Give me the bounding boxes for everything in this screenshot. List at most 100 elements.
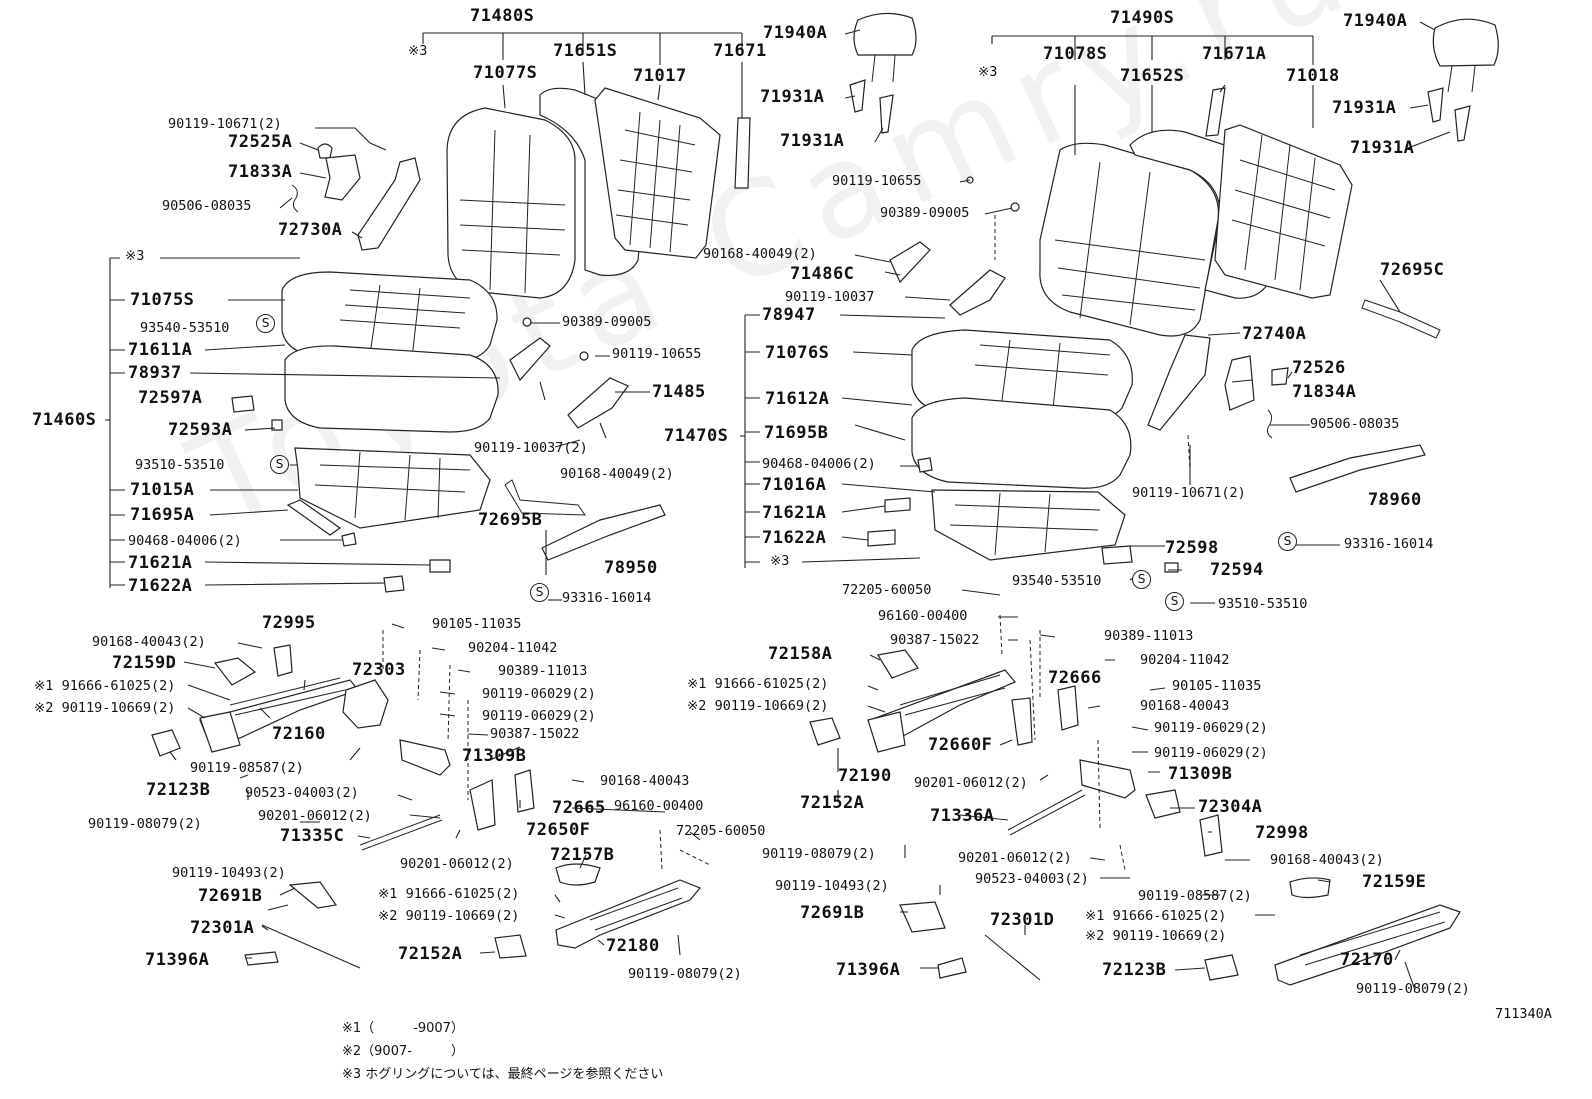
label-note1-91666-right: ※1 91666-61025(2) (687, 676, 829, 692)
label-72157B: 72157B (550, 845, 615, 865)
label-71017: 71017 (633, 66, 687, 86)
label-72190: 72190 (838, 766, 892, 786)
label-90389-11013-right: 90389-11013 (1104, 628, 1194, 644)
label-90119-06029-right-1: 90119-06029(2) (1154, 720, 1268, 736)
standard-part-mark: S (270, 455, 289, 474)
label-71612A: 71612A (765, 389, 830, 409)
label-96160-00400-left: 96160-00400 (614, 798, 704, 814)
label-90204-11042-right: 90204-11042 (1140, 652, 1230, 668)
label-72526: 72526 (1292, 358, 1346, 378)
label-72170: 72170 (1340, 950, 1394, 970)
label-90119-10671-right: 90119-10671(2) (1132, 485, 1246, 501)
label-72650F: 72650F (526, 820, 591, 840)
label-71834A: 71834A (1292, 382, 1357, 402)
label-72160: 72160 (272, 724, 326, 744)
label-72301A: 72301A (190, 918, 255, 938)
label-72304A: 72304A (1198, 797, 1263, 817)
label-71309B-right: 71309B (1168, 764, 1233, 784)
label-71336A: 71336A (930, 806, 995, 826)
label-71075S: 71075S (130, 290, 195, 310)
label-72159E: 72159E (1362, 872, 1427, 892)
label-note3-left-mid: ※3 (125, 248, 145, 264)
label-90168-40049-right: 90168-40049(2) (703, 246, 817, 262)
left-recliner-parts (504, 317, 666, 561)
label-71335C: 71335C (280, 826, 345, 846)
label-93316-16014-right: 93316-16014 (1344, 536, 1434, 552)
label-90168-40043-left-2: 90168-40043 (600, 773, 690, 789)
label-90168-40043-right: 90168-40043 (1140, 698, 1230, 714)
label-71931A-left-1: 71931A (760, 87, 825, 107)
label-71490S: 71490S (1110, 8, 1175, 28)
label-90119-08587-left: 90119-08587(2) (190, 760, 304, 776)
label-71622A-right: 71622A (762, 528, 827, 548)
label-71480S: 71480S (470, 6, 535, 26)
label-72666: 72666 (1048, 668, 1102, 688)
label-90523-04003-right: 90523-04003(2) (975, 871, 1089, 887)
label-71077S: 71077S (473, 63, 538, 83)
label-93540-53510-right: 93540-53510 (1012, 573, 1102, 589)
label-71652S: 71652S (1120, 66, 1185, 86)
label-71018: 71018 (1286, 66, 1340, 86)
label-72594: 72594 (1210, 560, 1264, 580)
label-90119-08079-right-1: 90119-08079(2) (762, 846, 876, 862)
label-71621A-left: 71621A (128, 553, 193, 573)
label-note2-90119-right-2: ※2 90119-10669(2) (1085, 928, 1227, 944)
label-71396A-left: 71396A (145, 950, 210, 970)
label-71611A: 71611A (128, 340, 193, 360)
leader-lines (105, 21, 1451, 991)
label-71931A-left-2: 71931A (780, 131, 845, 151)
label-90389-11013-left: 90389-11013 (498, 663, 588, 679)
label-72598: 72598 (1165, 538, 1219, 558)
label-71651S: 71651S (553, 41, 618, 61)
label-90119-10671: 90119-10671(2) (168, 116, 282, 132)
label-90168-40043-right-2: 90168-40043(2) (1270, 852, 1384, 868)
label-71940A-right: 71940A (1343, 11, 1408, 31)
label-72525A: 72525A (228, 132, 293, 152)
label-note1-91666-left-2: ※1 91666-61025(2) (378, 886, 520, 902)
label-90523-04003-left: 90523-04003(2) (245, 785, 359, 801)
standard-part-mark: S (530, 583, 549, 602)
label-note1-91666-right-2: ※1 91666-61025(2) (1085, 908, 1227, 924)
label-72152A-right: 72152A (800, 793, 865, 813)
label-note1-91666-left: ※1 91666-61025(2) (34, 678, 176, 694)
footnote-1: ※1（ -9007） (342, 1021, 464, 1036)
label-90119-10655-right: 90119-10655 (832, 173, 922, 189)
label-90387-15022-left: 90387-15022 (490, 726, 580, 742)
label-90201-06012-left-2: 90201-06012(2) (400, 856, 514, 872)
label-90105-11035-right: 90105-11035 (1172, 678, 1262, 694)
label-note2-90119-left: ※2 90119-10669(2) (34, 700, 176, 716)
label-90168-40049-left: 90168-40049(2) (560, 466, 674, 482)
label-90468-04006-right: 90468-04006(2) (762, 456, 876, 472)
label-90387-15022-right: 90387-15022 (890, 632, 980, 648)
right-seatback-drawing (1039, 18, 1499, 337)
label-72123B-right: 72123B (1102, 960, 1167, 980)
label-93540-53510-left: 93540-53510 (140, 320, 230, 336)
label-72660F: 72660F (928, 735, 993, 755)
label-90201-06012-right-1: 90201-06012(2) (914, 775, 1028, 791)
label-note2-90119-right: ※2 90119-10669(2) (687, 698, 829, 714)
label-72593A: 72593A (168, 420, 233, 440)
label-72740A: 72740A (1242, 324, 1307, 344)
label-71486C: 71486C (790, 264, 855, 284)
figure-code: 711340A (1495, 1006, 1552, 1022)
label-71470S: 71470S (664, 426, 729, 446)
label-96160-00400-right: 96160-00400 (878, 608, 968, 624)
label-72303: 72303 (352, 660, 406, 680)
label-90119-10037-left: 90119-10037(2) (474, 440, 588, 456)
label-78947: 78947 (762, 305, 816, 325)
left-seatback-drawing (446, 12, 917, 299)
label-78950: 78950 (604, 558, 658, 578)
label-72205-60050-left: 72205-60050 (676, 823, 766, 839)
label-72159D: 72159D (112, 653, 177, 673)
label-72180: 72180 (606, 936, 660, 956)
label-71833A: 71833A (228, 162, 293, 182)
label-71695B: 71695B (764, 423, 829, 443)
label-71016A: 71016A (762, 475, 827, 495)
label-note3-right-top: ※3 (978, 64, 998, 80)
label-71931A-right-2: 71931A (1350, 138, 1415, 158)
label-72995: 72995 (262, 613, 316, 633)
footnote-3: ※3 ホグリングについては、最終ページを参照ください (342, 1067, 664, 1082)
right-rail-parts (809, 614, 1461, 986)
label-90119-06029-left-1: 90119-06029(2) (482, 686, 596, 702)
